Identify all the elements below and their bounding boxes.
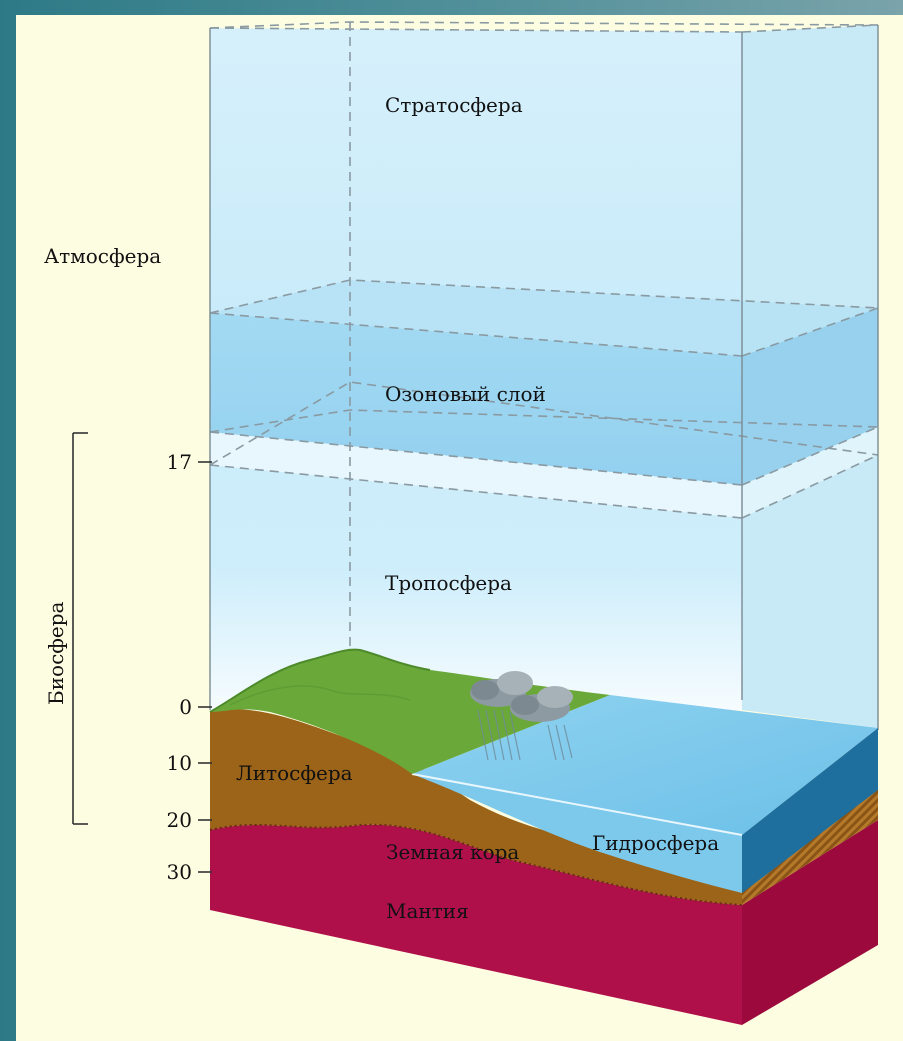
volume-dashed-lines: [209, 21, 879, 650]
tick-0: 0: [179, 695, 192, 719]
hydrosphere-label: Гидросфера: [592, 831, 719, 855]
lithosphere-label: Литосфера: [236, 761, 353, 785]
troposphere-label: Тропосфера: [385, 571, 512, 595]
tick-10: 10: [167, 751, 192, 775]
tick-17: 17: [167, 450, 192, 474]
land-surface: [209, 648, 610, 774]
tick-20: 20: [167, 808, 192, 832]
mantle-label: Мантия: [386, 899, 469, 923]
mantle-layer: [210, 820, 878, 1025]
lithosphere-layer: [209, 709, 878, 906]
depth-scale: [198, 461, 212, 873]
tick-30: 30: [167, 860, 192, 884]
hydrosphere-water: [411, 695, 878, 893]
biosphere-bracket: [72, 432, 88, 825]
biosphere-label: Биосфера: [44, 601, 68, 705]
earth-crust-label: Земная кора: [386, 840, 519, 864]
stratosphere-label: Стратосфера: [385, 93, 523, 117]
volume-solid-edges: [209, 25, 879, 730]
atmosphere-label: Атмосфера: [44, 244, 161, 268]
rain-cloud-icon: [470, 671, 573, 761]
ozone-layer-label: Озоновый слой: [385, 382, 546, 406]
